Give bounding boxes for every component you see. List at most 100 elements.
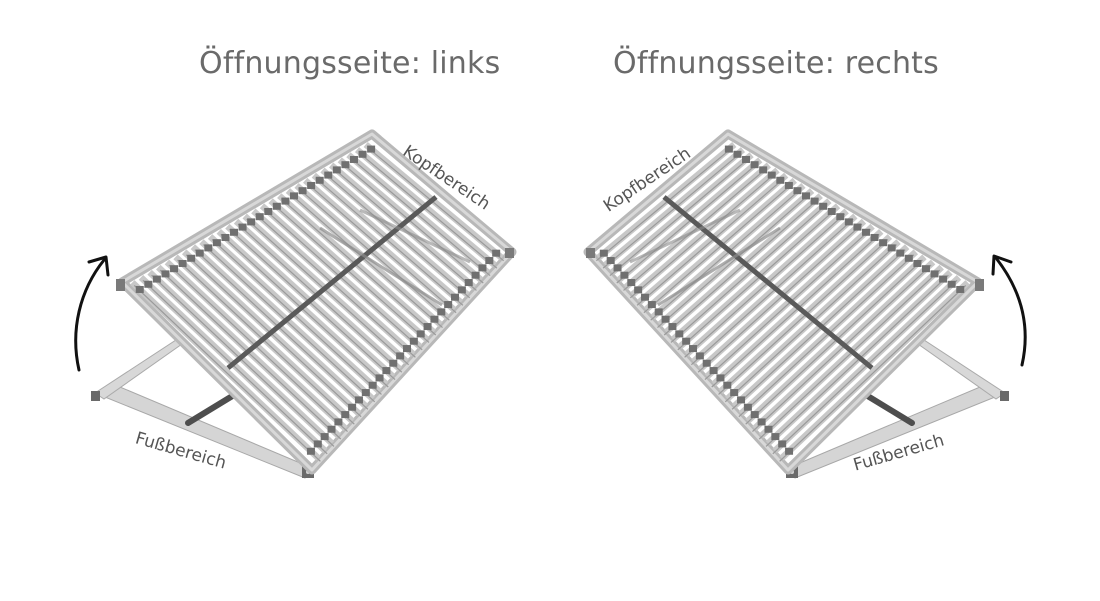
slat-cap-left xyxy=(281,197,290,205)
slat-cap-right xyxy=(613,264,622,272)
slat-shadow-left xyxy=(280,198,437,336)
slat-shadow-right xyxy=(772,279,958,455)
slat-shadow-left xyxy=(263,208,423,351)
slat-cap-left xyxy=(313,440,322,448)
slat-cap-right xyxy=(675,330,684,338)
slat-shadow-right xyxy=(711,233,880,388)
slat-shadow-left xyxy=(237,223,403,373)
slat-cap-left xyxy=(341,411,350,419)
slat-cap-left xyxy=(457,286,466,294)
center-rail-left xyxy=(226,195,438,370)
slat-cap-right xyxy=(785,447,794,455)
slat-cap-left xyxy=(334,418,343,426)
slat-cap-right xyxy=(853,223,862,231)
slat-cap-right xyxy=(956,285,965,293)
slat-cap-right xyxy=(819,202,828,210)
slat-shadow-left xyxy=(151,274,335,447)
slat-cap-right xyxy=(634,286,643,294)
slat-shadow-right xyxy=(636,177,785,306)
slat-shadow-right xyxy=(663,198,820,336)
slat-cap-right xyxy=(757,418,766,426)
slat-cap-right xyxy=(939,275,948,283)
slat-shadow-right xyxy=(623,167,768,291)
slat-cap-right xyxy=(689,345,698,353)
slat-cap-left xyxy=(272,202,281,210)
slat-cap-right xyxy=(759,166,768,174)
slat-shadow-right xyxy=(690,218,854,366)
slat-cap-left xyxy=(375,374,384,382)
slat-shadow-left xyxy=(185,254,362,418)
slat-cap-right xyxy=(870,233,879,241)
slat-cap-right xyxy=(887,244,896,252)
slat-cap-right xyxy=(750,161,759,169)
slat-cap-left xyxy=(423,323,432,331)
gas-strut-right xyxy=(863,392,915,426)
slat-cap-left xyxy=(444,301,453,309)
slat-cap-left xyxy=(320,433,329,441)
slat-shadow-right xyxy=(752,264,932,433)
slat-cap-right xyxy=(896,249,905,257)
slat-shadow-left xyxy=(350,157,491,277)
slat-cap-left xyxy=(409,337,418,345)
slat-cap-right xyxy=(767,171,776,179)
slat-cap-left xyxy=(221,233,230,241)
slat-cap-left xyxy=(354,396,363,404)
slat-shadow-left xyxy=(246,218,410,366)
slat-shadow-right xyxy=(616,162,759,284)
slat-cap-right xyxy=(742,155,751,163)
slat-shadow-left xyxy=(341,162,484,284)
title-right: Öffnungsseite: rechts xyxy=(613,46,939,81)
slat-shadow-left xyxy=(298,187,450,321)
slat-cap-right xyxy=(640,293,649,301)
slat-cap-left xyxy=(430,315,439,323)
slat-right xyxy=(779,280,970,461)
slat-shadow-right xyxy=(765,274,949,447)
slat-shadow-left xyxy=(289,193,443,329)
slatted-frame-right xyxy=(583,129,1009,479)
slat-shadow-left xyxy=(177,259,355,425)
slat-cap-left xyxy=(492,249,501,257)
slat-shadow-left xyxy=(194,249,369,410)
slat-shadow-right xyxy=(650,187,802,321)
slat-shadow-left xyxy=(228,228,396,381)
gas-strut-left xyxy=(185,392,237,426)
slat-shadow-left xyxy=(315,177,464,306)
slat-cap-right xyxy=(668,323,677,331)
slat-cap-right xyxy=(627,279,636,287)
slat-cap-left xyxy=(178,259,187,267)
slat-cap-right xyxy=(733,150,742,158)
slat-cap-left xyxy=(367,145,376,153)
slat-shadow-left xyxy=(358,152,498,269)
slat-cap-left xyxy=(306,447,315,455)
slat-cap-left xyxy=(396,352,405,360)
slat-cap-right xyxy=(764,425,773,433)
slat-cap-left xyxy=(247,218,256,226)
slat-cap-left xyxy=(298,187,307,195)
slat-cap-left xyxy=(238,223,247,231)
slat-cap-left xyxy=(230,228,239,236)
slat-shadow-left xyxy=(306,182,457,314)
slat-shadow-left xyxy=(159,269,342,440)
slat-cap-right xyxy=(784,181,793,189)
slat-cap-right xyxy=(709,367,718,375)
slat-shadow-right xyxy=(745,259,923,425)
slat-shadow-left xyxy=(324,172,471,299)
slat-cap-left xyxy=(212,239,221,247)
slat-shadow-left xyxy=(367,147,504,262)
slat-cap-left xyxy=(437,308,446,316)
slat-cap-left xyxy=(144,280,153,288)
slat-cap-right xyxy=(716,374,725,382)
base-frame-right xyxy=(786,339,1009,479)
slat-cap-right xyxy=(921,265,930,273)
slat-shadow-right xyxy=(609,157,750,277)
slat-left xyxy=(130,280,321,461)
slat-shadow-left xyxy=(168,264,348,433)
slat-shadow-right xyxy=(657,193,811,329)
slat-cap-right xyxy=(802,192,811,200)
slat-cap-right xyxy=(723,381,732,389)
slat-shadow-left xyxy=(220,233,389,388)
slat-shadow-right xyxy=(704,228,872,381)
slat-cap-left xyxy=(307,181,316,189)
slat-shadow-left xyxy=(133,285,321,462)
